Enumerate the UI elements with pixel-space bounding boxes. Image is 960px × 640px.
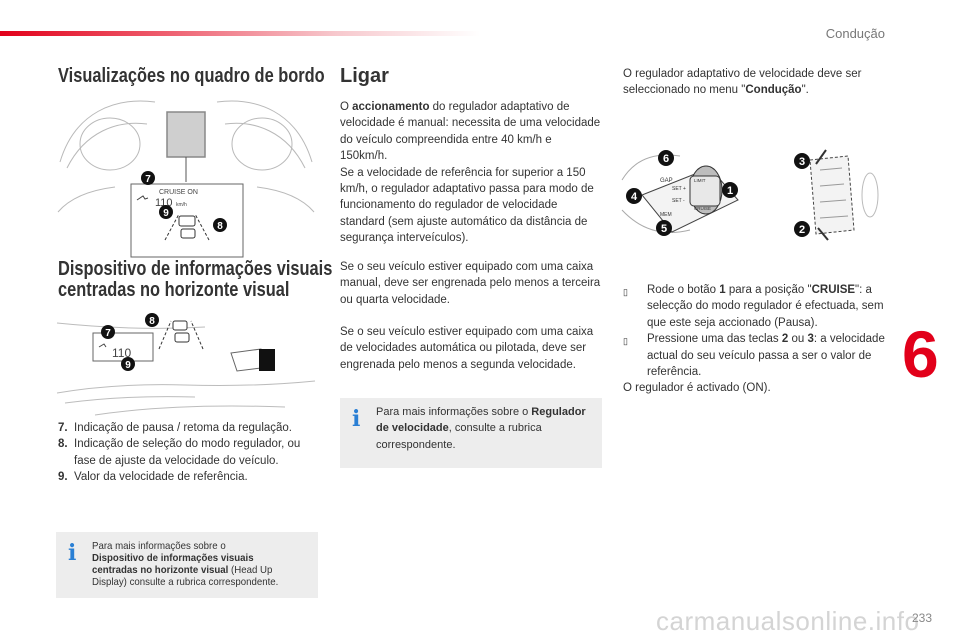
callout-8: 8 [217, 221, 223, 232]
callout-7: 7 [145, 174, 151, 185]
fig2-speed: 110 [112, 346, 131, 360]
callout-6: 6 [663, 153, 669, 165]
cruise-control-stalk-figure: GAP SET + SET - LIMIT CRUISE MEM 6 4 5 1… [621, 149, 879, 241]
step-bold: CRUISE [811, 284, 856, 296]
para-menu: O regulador adaptativo de velocidade dev… [623, 66, 893, 99]
legend-text: Indicação de pausa / retoma da regulação… [74, 422, 293, 434]
intro-post: ". [801, 84, 809, 97]
callout-5: 5 [661, 223, 667, 235]
bullet-icon: ▯ [623, 336, 628, 347]
callout-1: 1 [727, 185, 733, 197]
info-text-hud: Para mais informações sobre o Dispositiv… [92, 540, 296, 588]
info-pre: Para mais informações sobre o [376, 406, 532, 418]
heading-dashboard-displays: Visualizações no quadro de bordo [58, 65, 325, 87]
step-text: ": a selecção do modo regulador é efectu… [647, 284, 884, 329]
info-pre: Para mais informações sobre o [92, 540, 226, 552]
info-icon: i [68, 540, 77, 566]
chapter-number: 6 [902, 317, 939, 391]
legend-item-7: 7. Indicação de pausa / retoma da regulaç… [58, 420, 320, 436]
info-text-regulator: Para mais informações sobre o Regulador … [376, 404, 594, 453]
step-text: Rode o botão [647, 284, 720, 296]
steps-list: ▯ Rode o botão 1 para a posição "CRUISE"… [623, 282, 888, 397]
heading-hud-line2: centradas no horizonte visual [58, 279, 290, 301]
info-bold: Regulador de velocidade [376, 406, 586, 435]
step-text: ou [788, 333, 808, 346]
legend-item-9: 9. Valor da velocidade de referência. [58, 469, 320, 485]
p1-post: do regulador adaptativo de velocidade é … [340, 101, 601, 163]
para-accionamento: O accionamento do regulador adaptativo d… [340, 99, 602, 247]
step-1: ▯ Rode o botão 1 para a posição "CRUISE"… [623, 282, 888, 331]
para-manual: Se o seu veículo estiver equipado com um… [340, 261, 601, 306]
p1-bold: accionamento [352, 101, 430, 113]
intro-bold: Condução [745, 84, 802, 97]
heading-ligar: Ligar [340, 65, 389, 87]
heading-hud: Dispositivo de informações visuais centr… [58, 259, 332, 301]
info-bold: Dispositivo de informações visuais centr… [92, 552, 254, 576]
intro-pre: O regulador adaptativo de velocidade dev… [623, 68, 862, 97]
step-2-text: Pressione uma das teclas 2 ou 3: a veloc… [647, 331, 888, 380]
legend-item-8: 8. Indicação de seleção do modo regulador… [58, 436, 320, 469]
label-mem: MEM [660, 212, 672, 218]
callout-2: 2 [799, 224, 805, 236]
callout-7b: 7 [105, 328, 111, 339]
legend-list: 7. Indicação de pausa / retoma da regulaç… [58, 420, 320, 486]
label-cruise: CRUISE [694, 206, 711, 211]
step-text: : a velocidade actual do seu veículo pas… [647, 333, 885, 379]
para-automatic: Se o seu veículo estiver equipado com um… [340, 326, 594, 371]
step-1-text: Rode o botão 1 para a posição "CRUISE": … [647, 282, 888, 331]
fig1-unit: km/h [176, 202, 187, 208]
p1-pre: O [340, 101, 353, 113]
label-set-plus: SET + [672, 186, 686, 192]
label-limit: LIMIT [694, 178, 706, 183]
callout-3: 3 [799, 156, 805, 168]
legend-text: Indicação de seleção do modo regulador, … [74, 438, 301, 467]
info-box-regulator: i Para mais informações sobre o Regulado… [340, 398, 602, 468]
callout-8b: 8 [149, 316, 155, 327]
info-box-hud: i Para mais informações sobre o Disposit… [56, 532, 318, 598]
step-bold: 2 [781, 333, 789, 346]
step-2: ▯ Pressione uma das teclas 2 ou 3: a vel… [623, 331, 888, 380]
step-bold: 3 [807, 333, 814, 346]
heading-hud-line1: Dispositivo de informações visuais [58, 258, 333, 280]
outro-text: O regulador é activado (ON). [623, 382, 771, 395]
watermark: carmanualsonline.info [656, 606, 920, 636]
head-up-display-figure: 110 7 8 9 [56, 313, 316, 416]
callout-4: 4 [631, 191, 638, 203]
label-set-minus: SET - [672, 198, 685, 204]
bullet-icon: ▯ [623, 287, 628, 297]
info-icon: i [352, 406, 361, 432]
instrument-panel-figure: CRUISE ON 110 km/h 7 9 8 [57, 100, 315, 258]
legend-num: 9. [58, 471, 68, 484]
section-title: Condução [825, 26, 885, 41]
page-number: 233 [912, 611, 933, 625]
p1-second: Se a velocidade de referência for superi… [340, 166, 594, 245]
step-text: para a posição " [725, 284, 812, 296]
step-text: Pressione uma das teclas [647, 333, 782, 346]
label-gap: GAP [660, 178, 673, 184]
callout-9: 9 [163, 208, 169, 219]
fig1-display-text: CRUISE ON [159, 189, 198, 196]
info-post: (Head Up Display) consulte a rubrica cor… [92, 564, 279, 588]
legend-num: 7. [58, 422, 68, 434]
step-bold: 1 [719, 284, 726, 296]
callout-9b: 9 [125, 360, 131, 371]
legend-num: 8. [58, 438, 68, 451]
header-accent-bar [0, 31, 480, 36]
legend-text: Valor da velocidade de referência. [74, 471, 248, 484]
info-post: , consulte a rubrica correspondente. [376, 422, 542, 451]
